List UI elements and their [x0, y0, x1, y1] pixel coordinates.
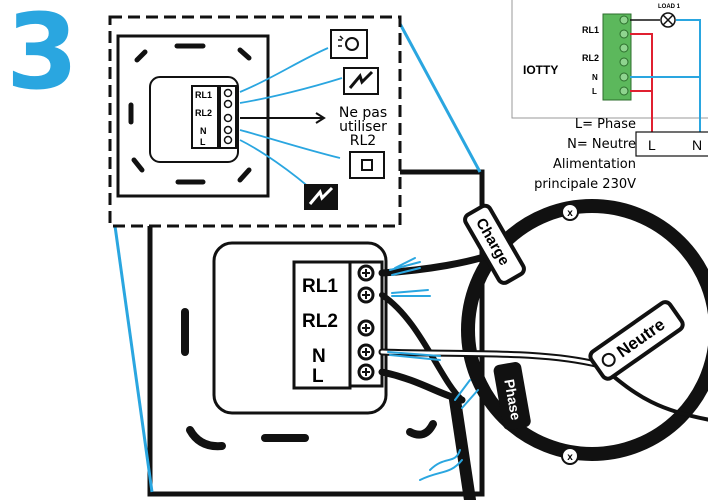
inset-terminal-n: N [200, 126, 207, 136]
scheme-panel: IOTTY RL1 RL2 N L LOAD 1 L N L= Phase N=… [511, 0, 708, 192]
inset-terminal-rl1: RL1 [195, 90, 212, 100]
junction-screw-bottom [561, 447, 579, 465]
supply-caption-2: principale 230V [534, 177, 636, 192]
zoom-inset: RL1 RL2 N L Ne pas utiliser RL2 [108, 15, 402, 228]
lamp-icon [330, 29, 368, 59]
main-terminal-l: L [312, 366, 324, 387]
wire-rl1-down [379, 292, 465, 403]
scheme-terminal-rl1: RL1 [582, 25, 599, 35]
wire-phase-down [449, 394, 476, 500]
inset-terminal-rl2: RL2 [195, 108, 212, 118]
zoom-line-left [113, 225, 154, 493]
module-label: IOTTY [523, 63, 558, 77]
step-number-text: 3 [6, 0, 78, 113]
terminal-screws [619, 15, 629, 96]
screw-slots [181, 308, 437, 451]
lamp-cross [662, 14, 674, 26]
main-screw-cross [362, 269, 370, 376]
supply-n: N [692, 137, 702, 153]
scheme-terminal-n: N [592, 73, 598, 82]
zoom-line-right [396, 19, 482, 173]
blue-arrows [387, 257, 479, 481]
supply-caption-1: Alimentation [553, 157, 636, 172]
load-label: LOAD 1 [658, 4, 681, 10]
neutre-tag: Neutre [588, 300, 685, 381]
inset-slots [128, 43, 252, 185]
inset-terminal-l: L [200, 137, 206, 147]
inset-screws [223, 88, 233, 145]
legend-phase: L= Phase [575, 117, 636, 132]
lightning-icon [343, 67, 379, 95]
scheme-terminal-l: L [592, 87, 597, 96]
warn-line-2: utiliser [339, 119, 387, 135]
module-label-box [292, 260, 352, 390]
svg-text:x: x [567, 208, 573, 219]
terminal-block [602, 13, 632, 101]
phase-tag-text: Phase [501, 378, 524, 422]
supply-l: L [648, 137, 656, 153]
main-screws [357, 264, 375, 381]
phase-tag: Phase [493, 362, 531, 430]
step-number: 3 [6, 0, 78, 113]
main-wallplate: RL1 RL2 N L [113, 19, 485, 497]
main-terminal-rl2: RL2 [302, 311, 338, 332]
svg-text:x: x [567, 452, 573, 463]
junction-ring [461, 199, 708, 461]
warn-line-1: Ne pas [339, 105, 387, 121]
warn-line-3: RL2 [350, 133, 376, 149]
junction-screw-top [561, 203, 579, 221]
wire-phase [630, 90, 653, 138]
inset-label-box [191, 85, 219, 149]
junction-box: x x [461, 199, 708, 465]
main-terminal-n: N [312, 346, 326, 367]
switch-icon [349, 151, 385, 179]
scheme-terminal-rl2: RL2 [582, 53, 599, 63]
supply-box [635, 131, 708, 157]
lightning-icon [304, 184, 338, 210]
wire-load [378, 251, 494, 277]
legend-neutral: N= Neutre [567, 137, 636, 152]
main-terminal-rl1: RL1 [302, 276, 338, 297]
wire-neutral-load [676, 19, 701, 138]
